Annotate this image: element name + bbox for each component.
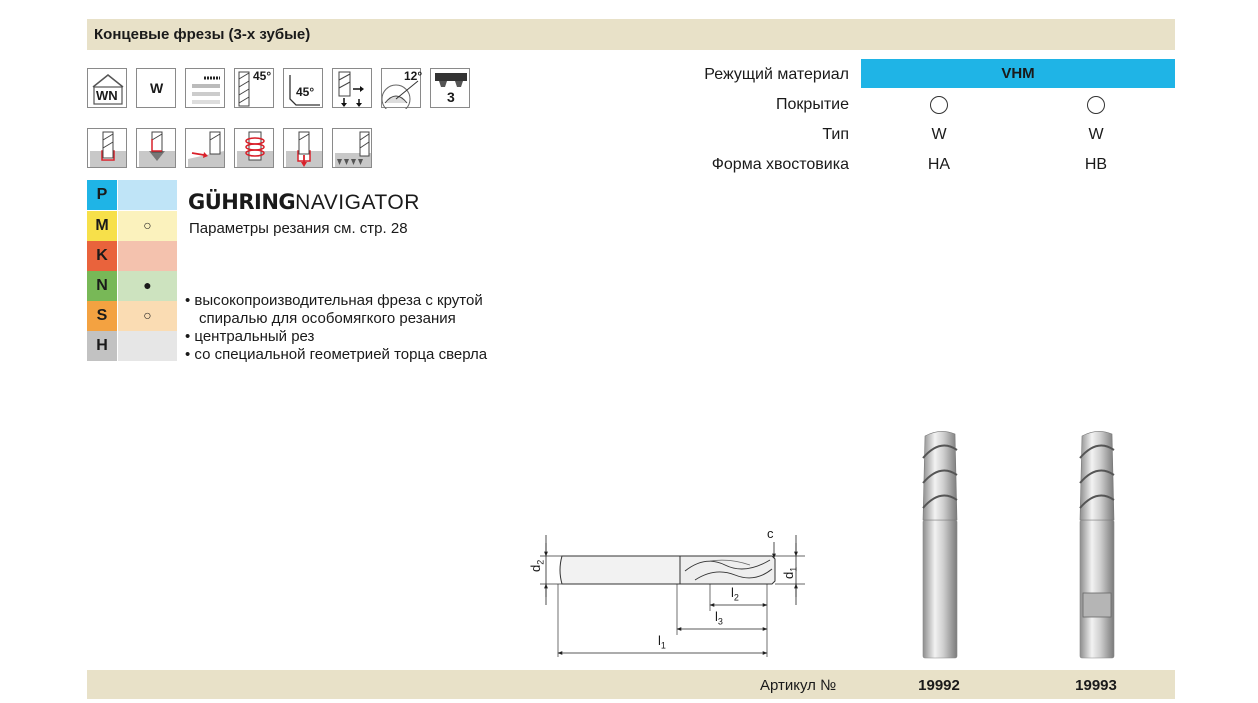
shank-value-19992: HA [927, 156, 951, 173]
type-value-19992: W [931, 126, 947, 143]
ramping-icon [185, 128, 225, 168]
dim-d1-label: d1 [781, 566, 799, 579]
chamfer-icon: 45° [283, 68, 323, 108]
plunge-milling-icon [136, 128, 176, 168]
helical-milling-icon [234, 128, 274, 168]
coating-uncoated-icon [1087, 96, 1105, 114]
end-mill-technical-drawing [540, 535, 805, 657]
feature-list: • высокопроизводительная фреза с крутой … [185, 292, 487, 364]
feature-item: • со специальной геометрией торца сверла [185, 346, 488, 363]
surface-finish-icon [185, 68, 225, 108]
dim-d2-label: d2 [528, 559, 546, 572]
guhring-navigator-logo: GÜHRINGNAVIGATOR [188, 190, 420, 214]
dim-l1-label: l1 [658, 633, 666, 651]
article-number-19992[interactable]: 19992 [918, 677, 960, 694]
material-row-s: S ○ [87, 301, 177, 331]
slot-milling-icon [87, 128, 127, 168]
type-value-19993: W [1088, 126, 1104, 143]
dim-l2-label: l2 [731, 585, 739, 603]
feature-item: • центральный рез [185, 328, 315, 345]
shape-w-icon: W [136, 68, 176, 108]
material-row-m: M ○ [87, 211, 177, 241]
flute-count-icon: 3 [430, 68, 470, 108]
coating-uncoated-icon [930, 96, 948, 114]
article-number-bar: Артикул № 19992 19993 [87, 670, 1175, 699]
feature-item: спиралью для особомягкого резания [199, 310, 456, 327]
material-row-k: K [87, 241, 177, 271]
material-row-n: N ● [87, 271, 177, 301]
center-cut-icon [332, 68, 372, 108]
coating-label: Покрытие [776, 96, 849, 113]
article-number-label: Артикул № [760, 677, 837, 694]
end-angle-icon: 12° [381, 68, 422, 109]
material-row-h: H [87, 331, 177, 361]
end-mill-image-hb [1079, 431, 1115, 659]
page-title: Концевые фрезы (3-х зубые) [94, 26, 311, 43]
material-row-p: P [87, 180, 177, 210]
dim-l3-label: l3 [715, 609, 723, 627]
end-mill-image-ha [922, 431, 958, 659]
shank-label: Форма хвостовика [711, 156, 849, 173]
title-bar: Концевые фрезы (3-х зубые) [87, 19, 1175, 50]
helix-angle-icon: 45° [234, 68, 274, 108]
side-milling-icon [332, 128, 372, 168]
feature-item: • высокопроизводительная фреза с крутой [185, 292, 483, 309]
article-number-19993[interactable]: 19993 [1075, 677, 1117, 694]
shank-value-19993: HB [1084, 156, 1108, 173]
drilling-icon [283, 128, 323, 168]
cutting-material-value-bar: VHM [861, 59, 1175, 88]
dim-c-label: c [767, 526, 774, 541]
cutting-params-note: Параметры резания см. стр. 28 [189, 220, 408, 237]
standard-wn-icon: WN [87, 68, 127, 108]
cutting-material-label: Режущий материал [704, 66, 849, 83]
type-label: Тип [822, 126, 849, 143]
